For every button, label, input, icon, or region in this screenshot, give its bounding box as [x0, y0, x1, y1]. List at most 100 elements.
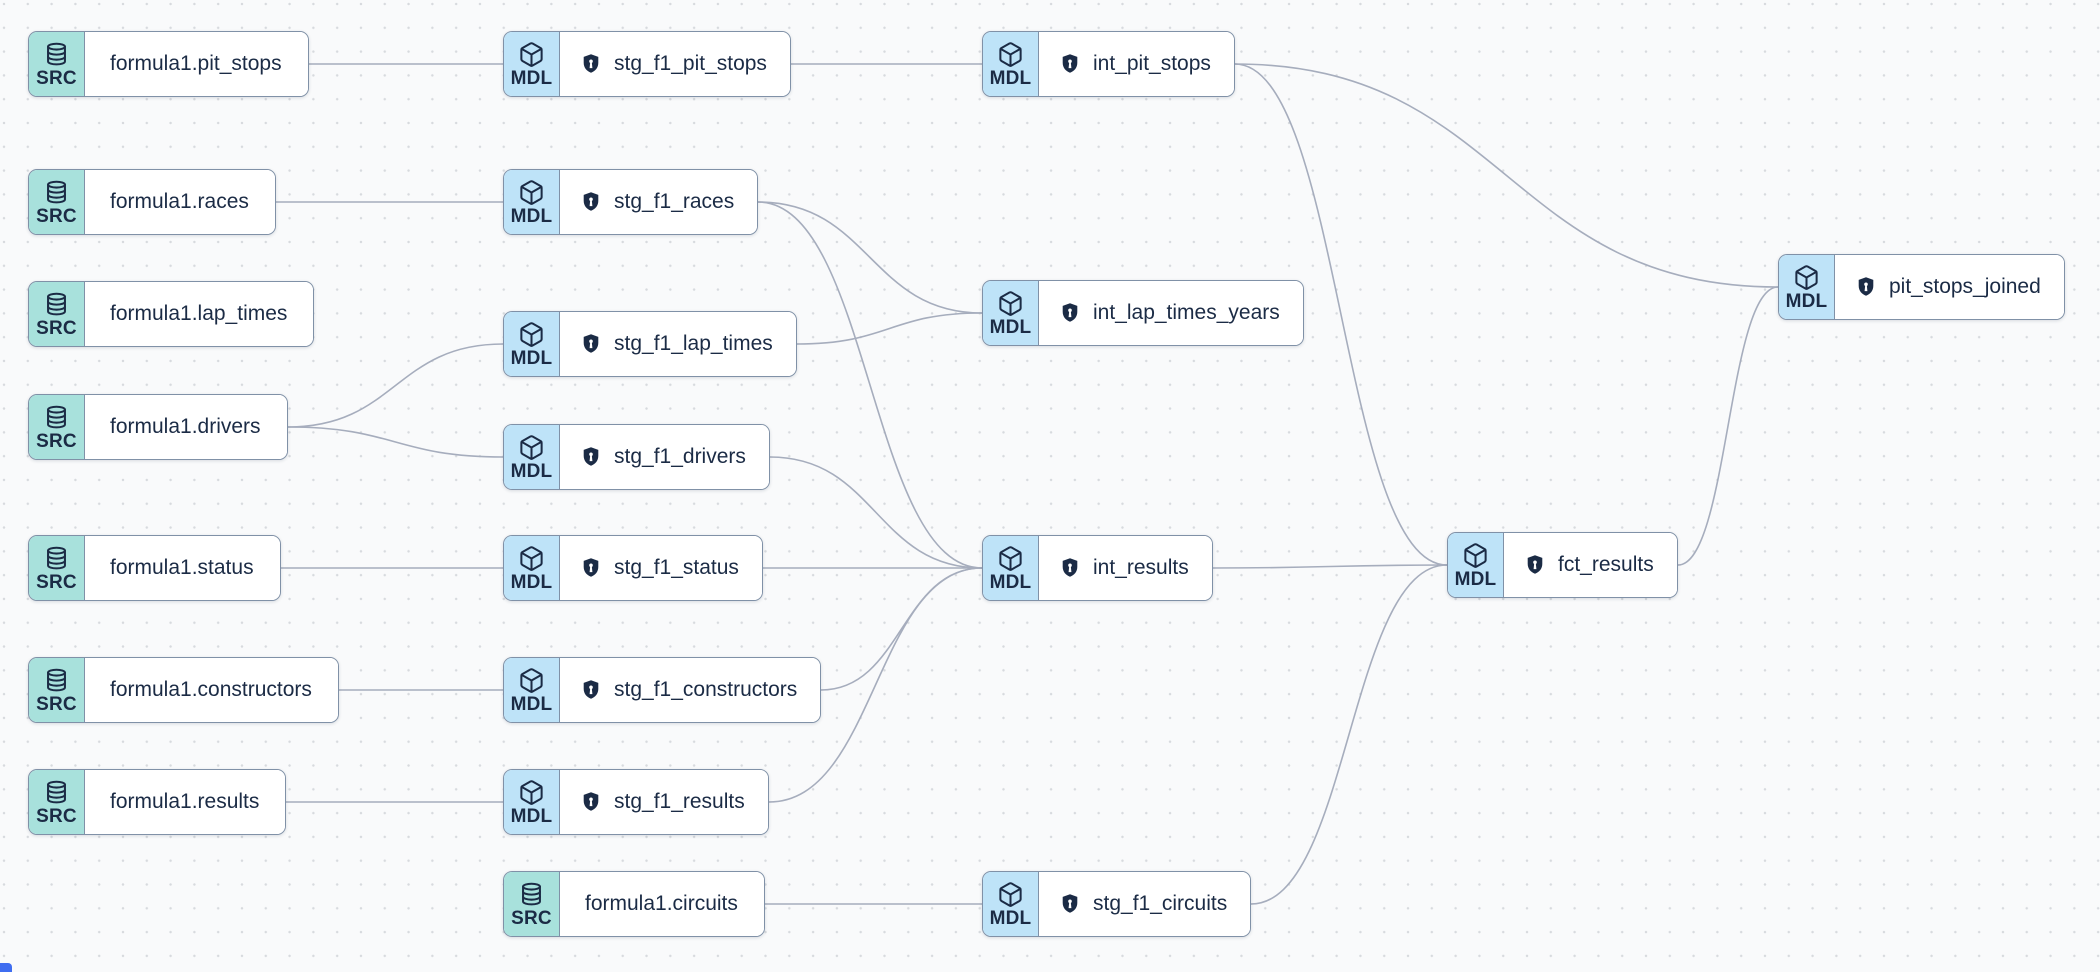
- node-type-label: SRC: [36, 205, 77, 227]
- shield-icon: [579, 678, 603, 702]
- edge-stg-races-to-int-results: [757, 201, 983, 569]
- cube-icon: [997, 881, 1024, 908]
- cube-icon: [518, 179, 545, 206]
- node-src-results[interactable]: SRC formula1.results: [28, 769, 287, 835]
- node-stg-drivers[interactable]: MDL stg_f1_drivers: [503, 424, 770, 490]
- edge-src-drivers-to-stg-lap-times: [287, 343, 504, 428]
- node-src-races[interactable]: SRC formula1.races: [28, 169, 276, 235]
- node-type-badge: MDL: [1779, 255, 1835, 319]
- node-type-badge: SRC: [29, 282, 85, 346]
- shield-icon: [579, 190, 603, 214]
- database-icon: [43, 545, 70, 572]
- node-src-status[interactable]: SRC formula1.status: [28, 535, 281, 601]
- node-body: formula1.lap_times: [85, 282, 314, 346]
- node-src-circuits[interactable]: SRC formula1.circuits: [503, 871, 765, 937]
- node-src-pit-stops[interactable]: SRC formula1.pit_stops: [28, 31, 309, 97]
- database-icon: [43, 779, 70, 806]
- node-type-label: MDL: [510, 347, 553, 369]
- node-label: formula1.drivers: [110, 415, 261, 439]
- node-type-label: MDL: [989, 571, 1032, 593]
- edge-stg-lap-times-to-int-lap-times-years: [796, 312, 983, 345]
- cube-icon: [997, 41, 1024, 68]
- node-body: formula1.status: [85, 536, 280, 600]
- edge-int-results-to-fct-results: [1212, 564, 1448, 569]
- shield-icon: [579, 790, 603, 814]
- node-src-drivers[interactable]: SRC formula1.drivers: [28, 394, 288, 460]
- cube-icon: [997, 290, 1024, 317]
- node-int-lap-times-years[interactable]: MDL int_lap_times_years: [982, 280, 1304, 346]
- node-label: stg_f1_results: [614, 790, 745, 814]
- database-icon: [43, 41, 70, 68]
- node-label: formula1.constructors: [110, 678, 312, 702]
- cube-icon: [1793, 264, 1820, 291]
- node-label: fct_results: [1558, 553, 1654, 577]
- node-int-pit-stops[interactable]: MDL int_pit_stops: [982, 31, 1235, 97]
- edge-int-pit-stops-to-fct-results: [1234, 63, 1448, 566]
- cube-icon: [1462, 542, 1489, 569]
- node-type-label: SRC: [36, 571, 77, 593]
- node-body: fct_results: [1504, 533, 1677, 597]
- node-body: formula1.results: [85, 770, 286, 834]
- node-src-lap-times[interactable]: SRC formula1.lap_times: [28, 281, 315, 347]
- node-type-label: MDL: [510, 805, 553, 827]
- node-type-label: SRC: [511, 907, 552, 929]
- cube-icon: [518, 41, 545, 68]
- cube-icon: [518, 545, 545, 572]
- node-stg-races[interactable]: MDL stg_f1_races: [503, 169, 759, 235]
- shield-icon: [579, 52, 603, 76]
- node-stg-circuits[interactable]: MDL stg_f1_circuits: [982, 871, 1252, 937]
- shield-icon: [1058, 892, 1082, 916]
- shield-icon: [579, 556, 603, 580]
- node-stg-constructors[interactable]: MDL stg_f1_constructors: [503, 657, 822, 723]
- node-stg-status[interactable]: MDL stg_f1_status: [503, 535, 763, 601]
- node-type-badge: SRC: [29, 770, 85, 834]
- cube-icon: [518, 434, 545, 461]
- node-src-constructors[interactable]: SRC formula1.constructors: [28, 657, 339, 723]
- shield-icon: [1523, 553, 1547, 577]
- node-type-badge: MDL: [504, 658, 560, 722]
- edge-stg-results-to-int-results: [768, 567, 983, 803]
- node-type-badge: MDL: [983, 872, 1039, 936]
- node-label: int_lap_times_years: [1093, 301, 1280, 325]
- node-type-label: MDL: [510, 571, 553, 593]
- node-type-label: SRC: [36, 317, 77, 339]
- node-type-badge: SRC: [29, 536, 85, 600]
- edge-stg-races-to-int-lap-times-years: [757, 201, 983, 314]
- shield-icon: [579, 445, 603, 469]
- node-body: pit_stops_joined: [1835, 255, 2064, 319]
- node-label: stg_f1_races: [614, 190, 735, 214]
- node-body: stg_f1_lap_times: [560, 312, 796, 376]
- node-body: stg_f1_drivers: [560, 425, 769, 489]
- node-stg-lap-times[interactable]: MDL stg_f1_lap_times: [503, 311, 797, 377]
- database-icon: [43, 291, 70, 318]
- node-label: formula1.circuits: [585, 892, 738, 916]
- edge-int-pit-stops-to-pit-stops-joined: [1234, 63, 1779, 288]
- node-body: formula1.constructors: [85, 658, 338, 722]
- node-pit-stops-joined[interactable]: MDL pit_stops_joined: [1778, 254, 2065, 320]
- node-int-results[interactable]: MDL int_results: [982, 535, 1213, 601]
- node-body: stg_f1_pit_stops: [560, 32, 790, 96]
- canvas-control-fragment[interactable]: [0, 963, 12, 972]
- node-fct-results[interactable]: MDL fct_results: [1447, 532, 1678, 598]
- node-label: formula1.lap_times: [110, 302, 288, 326]
- edge-stg-circuits-to-fct-results: [1250, 564, 1448, 905]
- node-label: int_results: [1093, 556, 1189, 580]
- node-label: pit_stops_joined: [1889, 275, 2041, 299]
- node-type-badge: SRC: [29, 658, 85, 722]
- node-type-label: MDL: [989, 67, 1032, 89]
- node-type-label: MDL: [510, 205, 553, 227]
- node-stg-pit-stops[interactable]: MDL stg_f1_pit_stops: [503, 31, 791, 97]
- database-icon: [518, 881, 545, 908]
- node-stg-results[interactable]: MDL stg_f1_results: [503, 769, 769, 835]
- node-type-label: MDL: [1785, 290, 1828, 312]
- node-label: stg_f1_pit_stops: [614, 52, 767, 76]
- node-type-badge: MDL: [504, 536, 560, 600]
- node-type-label: MDL: [510, 460, 553, 482]
- node-type-label: MDL: [989, 907, 1032, 929]
- node-body: stg_f1_races: [560, 170, 758, 234]
- database-icon: [43, 179, 70, 206]
- shield-icon: [1058, 556, 1082, 580]
